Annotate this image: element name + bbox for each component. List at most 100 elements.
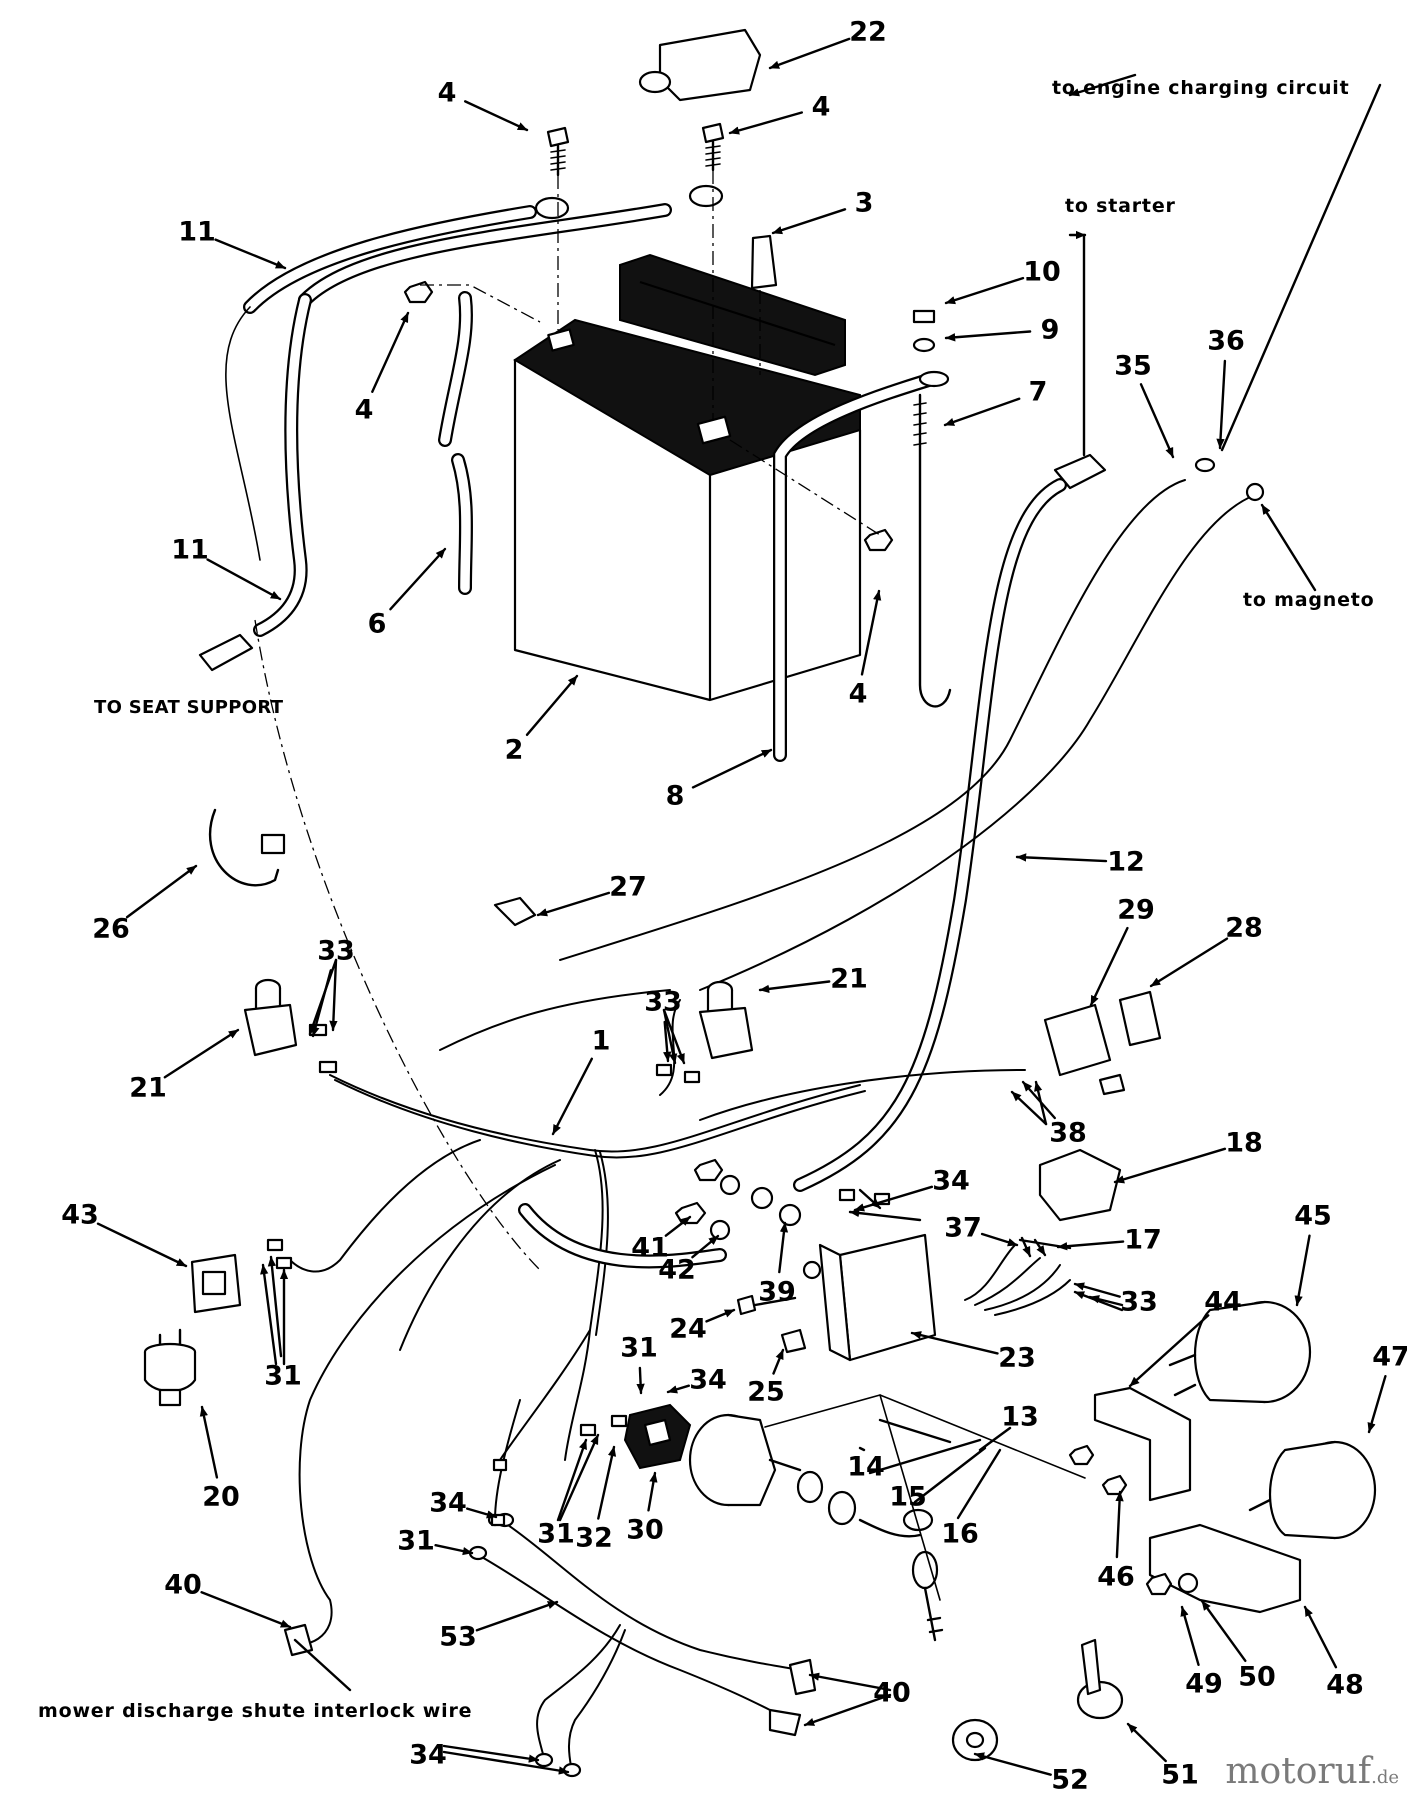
callout-number-c50: 50 bbox=[1238, 1662, 1276, 1693]
callout-arrow-c6 bbox=[389, 547, 447, 611]
callout-arrow-c24 bbox=[705, 1308, 736, 1323]
ring-terminal bbox=[1245, 482, 1265, 502]
callout-arrow-c38 bbox=[1021, 1080, 1056, 1120]
multi-leader-lines bbox=[260, 73, 1382, 1775]
callout-number-c51: 51 bbox=[1161, 1760, 1199, 1791]
clip-nut-25 bbox=[780, 1328, 807, 1354]
callout-number-c22: 22 bbox=[849, 17, 887, 48]
note-engine-charging-circuit: to engine charging circuit bbox=[1052, 77, 1349, 99]
terminal-bolt-right bbox=[701, 122, 725, 172]
callout-arrow-c28 bbox=[1149, 937, 1229, 988]
callout-arrow-c51 bbox=[1126, 1722, 1167, 1763]
callout-arrow-c22 bbox=[768, 37, 851, 70]
callout-arrow-c4d bbox=[860, 589, 882, 676]
callout-number-c10: 10 bbox=[1023, 257, 1061, 288]
callout-arrow-c2 bbox=[525, 674, 579, 736]
grommet-52 bbox=[951, 1718, 999, 1762]
callout-number-c16: 16 bbox=[941, 1519, 979, 1550]
cable-clamp-51 bbox=[1076, 1638, 1124, 1720]
callout-number-c47: 47 bbox=[1372, 1342, 1407, 1373]
battery-cable-11 bbox=[198, 184, 724, 672]
charging-wire bbox=[559, 479, 1186, 961]
callout-arrow-c35 bbox=[1139, 383, 1175, 459]
callout-number-c34c: 34 bbox=[429, 1488, 467, 1519]
watermark-tld: .de bbox=[1371, 1767, 1399, 1788]
callout-number-c31c: 31 bbox=[537, 1519, 575, 1550]
note-interlock-wire: mower discharge shute interlock wire bbox=[38, 1700, 472, 1722]
callout-arrow-c36 bbox=[1216, 359, 1227, 450]
callout-number-c20: 20 bbox=[202, 1482, 240, 1513]
gauge-bracket-48 bbox=[1148, 1523, 1302, 1614]
main-wiring-harness bbox=[289, 989, 1026, 1645]
callout-arrow-c41 bbox=[664, 1215, 692, 1237]
watermark-brand: motoruf bbox=[1225, 1751, 1372, 1792]
callout-number-c33a: 33 bbox=[317, 936, 355, 967]
callout-arrow-c7 bbox=[943, 397, 1021, 427]
callout-number-c25: 25 bbox=[747, 1377, 785, 1408]
fuse-cover bbox=[1118, 990, 1162, 1047]
callout-number-c52: 52 bbox=[1051, 1765, 1089, 1796]
callout-arrow-c4b bbox=[728, 111, 803, 135]
callout-arrow-c49 bbox=[1180, 1605, 1200, 1666]
callout-arrow-c50 bbox=[1200, 1599, 1247, 1662]
callout-arrow-c29 bbox=[1089, 926, 1129, 1007]
callout-arrow-c40a bbox=[200, 1591, 292, 1629]
callout-arrow-c30 bbox=[647, 1471, 658, 1512]
callout-arrow-c1 bbox=[551, 1057, 593, 1136]
callout-number-c3: 3 bbox=[855, 188, 874, 219]
callout-number-c4a: 4 bbox=[438, 78, 457, 109]
interlock-harness bbox=[283, 1512, 817, 1778]
nut-46 bbox=[1101, 1474, 1128, 1496]
callout-arrow-c23 bbox=[910, 1331, 999, 1355]
callout-number-c35: 35 bbox=[1114, 351, 1152, 382]
callout-number-c24: 24 bbox=[669, 1314, 707, 1345]
callout-arrow-c39 bbox=[778, 1221, 789, 1274]
callout-number-c43: 43 bbox=[61, 1200, 99, 1231]
nut-41 bbox=[674, 1201, 707, 1225]
callout-arrow-c42 bbox=[691, 1234, 720, 1259]
callout-arrow-c43 bbox=[96, 1222, 188, 1268]
callout-number-c4d: 4 bbox=[849, 679, 868, 710]
callout-number-c38: 38 bbox=[1049, 1118, 1087, 1149]
callout-number-c6: 6 bbox=[368, 609, 387, 640]
callout-arrow-c17 bbox=[1056, 1240, 1125, 1251]
callout-number-c37: 37 bbox=[944, 1213, 982, 1244]
relay bbox=[1038, 1148, 1122, 1222]
callout-arrow-c10 bbox=[944, 276, 1025, 305]
callout-arrow-c4c bbox=[371, 311, 410, 393]
terminal-cap bbox=[750, 234, 778, 290]
light-switch bbox=[190, 1253, 242, 1314]
nut-49 bbox=[1145, 1572, 1173, 1596]
hex-nut-left bbox=[403, 280, 434, 304]
starter-cable bbox=[793, 233, 1107, 1192]
callout-number-c40b: 40 bbox=[873, 1678, 911, 1709]
callout-number-c32: 32 bbox=[575, 1523, 613, 1554]
callout-arrow-c34c bbox=[466, 1507, 498, 1519]
callout-number-c4c: 4 bbox=[355, 395, 374, 426]
callout-number-c39: 39 bbox=[758, 1277, 796, 1308]
callout-number-c4b: 4 bbox=[812, 92, 831, 123]
callout-arrow-c8 bbox=[691, 748, 773, 789]
callout-arrow-c12 bbox=[1015, 853, 1108, 863]
callout-number-c30: 30 bbox=[626, 1515, 664, 1546]
seat-switch bbox=[243, 978, 298, 1057]
callout-number-c15: 15 bbox=[889, 1482, 927, 1513]
gauge-bracket-44 bbox=[1093, 1386, 1192, 1502]
callout-number-c34d: 34 bbox=[409, 1740, 447, 1771]
lockwasher-50 bbox=[1177, 1572, 1199, 1594]
callout-arrow-c48 bbox=[1303, 1605, 1338, 1669]
callout-arrow-c46 bbox=[1115, 1490, 1124, 1559]
callout-arrow-c26 bbox=[125, 864, 198, 919]
callout-number-c33b: 33 bbox=[644, 987, 682, 1018]
callout-number-c13: 13 bbox=[1001, 1402, 1039, 1433]
callout-number-c29: 29 bbox=[1117, 895, 1155, 926]
note-to-seat-support: TO SEAT SUPPORT bbox=[94, 697, 284, 718]
callout-number-c40a: 40 bbox=[164, 1570, 202, 1601]
gauge-45 bbox=[1168, 1300, 1312, 1404]
cable-tie bbox=[208, 808, 280, 887]
callout-number-c42: 42 bbox=[658, 1255, 696, 1286]
clutch-switch bbox=[698, 980, 754, 1060]
callout-number-c34a: 34 bbox=[932, 1166, 970, 1197]
